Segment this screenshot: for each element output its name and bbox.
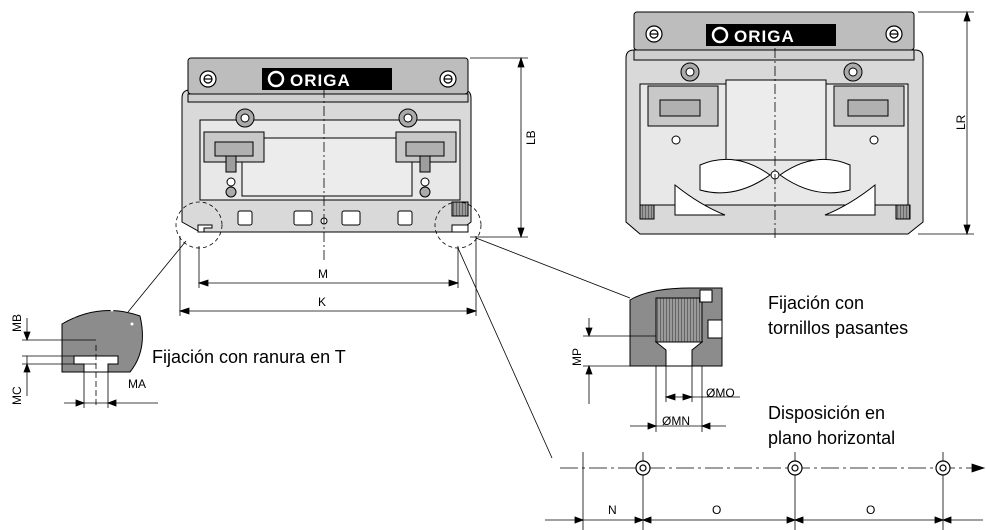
plate-screws-left — [199, 70, 457, 88]
caption-through-bolts-2: tornillos pasantes — [768, 318, 909, 338]
label-o1: O — [712, 503, 722, 517]
caption-through-bolts-1: Fijación con — [768, 293, 865, 313]
dimension-mp-mn-mo — [583, 318, 740, 432]
label-mo: ØMO — [706, 386, 735, 400]
carriage-side-view — [625, 11, 924, 235]
through-bolt-detail — [629, 287, 723, 367]
carriage-front-view — [181, 57, 472, 233]
label-n: N — [608, 503, 617, 517]
label-k: K — [318, 295, 327, 309]
label-mb: MB — [10, 314, 24, 332]
dimension-lr — [918, 10, 974, 236]
dimension-m-k — [178, 236, 478, 316]
mounting-holes — [635, 460, 951, 476]
plate-screws-right — [645, 25, 903, 43]
label-lb: LB — [524, 130, 538, 145]
detail-leaders — [127, 237, 631, 459]
dimension-lb — [470, 56, 528, 239]
label-mn: ØMN — [662, 414, 690, 428]
label-lr: LR — [954, 114, 968, 130]
svg-text:ORIGA: ORIGA — [290, 71, 351, 90]
brand-logo-right: ORIGA — [706, 24, 836, 46]
brand-logo-left: ORIGA — [262, 68, 392, 90]
dimension-mb-mc-ma — [22, 318, 158, 408]
label-ma: MA — [128, 377, 146, 391]
caption-horizontal-1: Disposición en — [768, 403, 886, 423]
caption-t-slot: Fijación con ranura en T — [152, 347, 346, 367]
caption-horizontal-2: plano horizontal — [768, 428, 896, 448]
horizontal-arrangement — [545, 452, 986, 530]
label-mc: MC — [10, 386, 24, 405]
svg-text:ORIGA: ORIGA — [734, 27, 795, 46]
label-o2: O — [866, 503, 876, 517]
label-m: M — [318, 267, 328, 281]
label-mp: MP — [570, 348, 584, 366]
